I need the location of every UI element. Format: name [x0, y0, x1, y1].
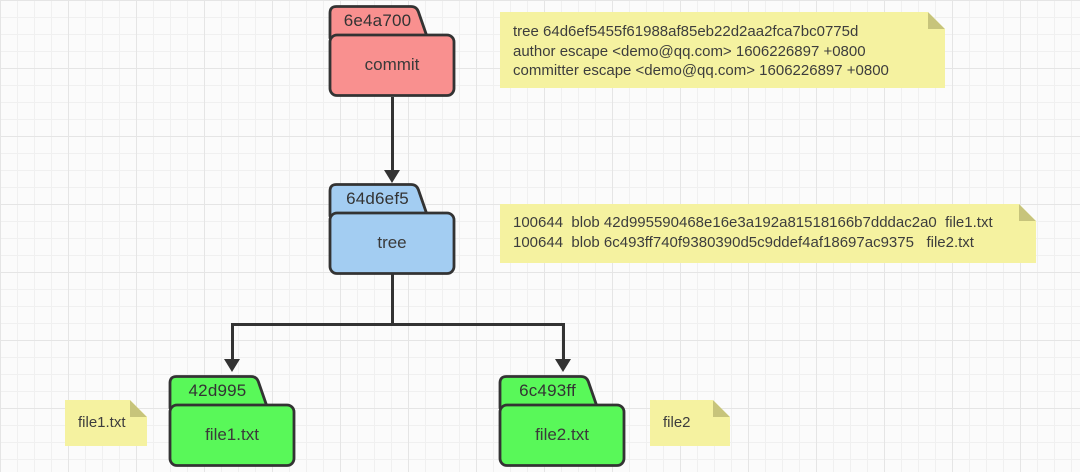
commit-object-note: tree 64d6ef5455f61988af85eb22d2aa2fca7bc…	[500, 12, 945, 88]
tree-branch-horizontal-line	[231, 323, 565, 326]
folded-corner-icon	[713, 400, 730, 417]
file1-note-text: file1.txt	[78, 414, 126, 432]
arrowhead-tree-to-blob2-icon	[555, 359, 571, 372]
folded-corner-icon	[130, 400, 147, 417]
arrow-commit-to-tree-line	[391, 97, 394, 172]
tree-hash-label: 64d6ef5	[346, 189, 409, 208]
blob2-filename-label: file2.txt	[535, 425, 589, 444]
commit-note-author-line: author escape <demo@qq.com> 1606226897 +…	[513, 42, 866, 60]
blob1-hash-label: 42d995	[188, 381, 247, 400]
file2-note: file2	[650, 400, 730, 446]
folded-corner-icon	[1019, 204, 1036, 221]
commit-hash-label: 6e4a700	[343, 11, 412, 30]
folded-corner-icon	[928, 12, 945, 29]
tree-branch-stem-line	[391, 273, 394, 326]
tree-node: 64d6ef5 tree	[328, 181, 456, 276]
blob-node-file2: 6c493ff file2.txt	[498, 373, 626, 468]
file1-note: file1.txt	[65, 400, 147, 446]
commit-node: 6e4a700 commit	[328, 3, 456, 98]
tree-branch-left-line	[231, 323, 234, 360]
commit-type-label: commit	[364, 55, 420, 74]
blob2-hash-label: 6c493ff	[519, 381, 576, 400]
arrowhead-tree-to-blob1-icon	[224, 359, 240, 372]
tree-type-label: tree	[377, 233, 407, 252]
tree-branch-right-line	[562, 323, 565, 360]
commit-note-tree-line: tree 64d6ef5455f61988af85eb22d2aa2fca7bc…	[513, 23, 859, 40]
tree-object-note: 100644 blob 42d995590468e16e3a192a815181…	[500, 204, 1036, 263]
blob-node-file1: 42d995 file1.txt	[168, 373, 296, 468]
tree-note-blob1-line: 100644 blob 42d995590468e16e3a192a815181…	[513, 214, 993, 231]
file2-note-text: file2	[663, 414, 691, 432]
tree-note-blob2-line: 100644 blob 6c493ff740f9380390d5c9ddef4a…	[513, 233, 974, 251]
blob1-filename-label: file1.txt	[205, 425, 259, 444]
commit-note-committer-line: committer escape <demo@qq.com> 160622689…	[513, 62, 889, 79]
arrowhead-commit-to-tree-icon	[384, 170, 400, 183]
